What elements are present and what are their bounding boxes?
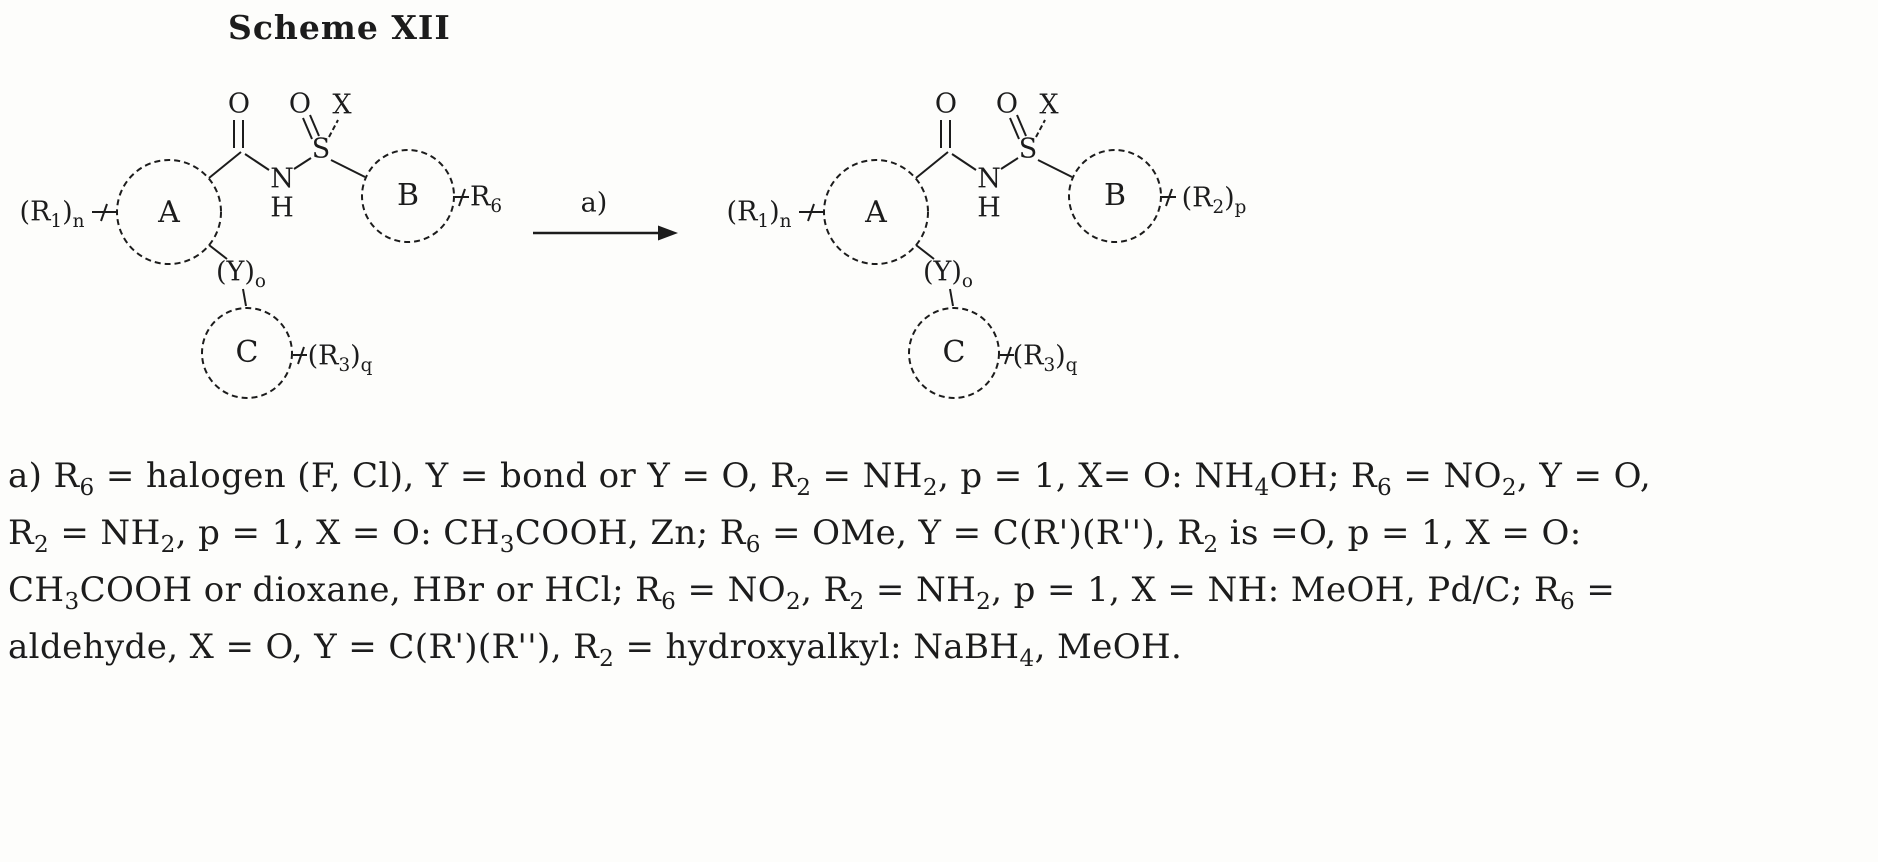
left-bond-s-x [328,119,339,138]
left-bond-r1-tick [100,203,108,222]
right-sulfonyl-o-label: O [995,88,1019,120]
right-ring-c-label: C [942,335,966,370]
reaction-diagram [92,114,1176,399]
left-sulfonyl-double-bond-1 [302,117,313,140]
left-bond-s-b [330,159,366,178]
left-bond-a-carbonyl [208,151,242,179]
conditions-line-3: CH3COOH or dioxane, HBr or HCl; R6 = NO2… [8,570,1616,615]
right-bond-n-s [1000,157,1019,170]
left-ring-b-label: B [396,178,420,213]
arrow-head [658,225,678,241]
right-bonds [799,114,1176,365]
right-nh-h-label: H [977,192,1001,224]
scheme-title: Scheme XII [228,8,451,47]
right-ring-b-label: B [1103,178,1127,213]
right-bond-s-b [1037,159,1073,178]
right-bond-a-carbonyl [915,151,949,179]
conditions-line-1: a) R6 = halogen (F, Cl), Y = bond or Y =… [8,456,1652,501]
left-ring-a-label: A [158,195,180,230]
left-x-label: X [332,89,352,121]
right-n-label: N [977,163,1001,195]
left-ring-c-circle [201,307,293,399]
right-bond-a-y [915,244,935,260]
left-carbonyl-o-label: O [227,88,251,120]
right-structure [799,114,1176,399]
left-bond-y-c [242,288,247,307]
reaction-arrow [533,225,678,241]
left-bond-r6-tick [458,188,466,207]
right-x-label: X [1039,89,1059,121]
right-ring-b-circle [1068,149,1162,243]
right-sulfonyl-double-bond-2 [1016,114,1027,137]
left-sulfonyl-double-bond-2 [309,114,320,137]
arrow-step-label: a) [580,187,608,219]
left-r1n-label: (R1)n [19,196,85,232]
left-bond-n-s [293,157,312,170]
right-s-label: S [1018,133,1038,165]
left-s-label: S [311,133,331,165]
left-nh-h-label: H [270,192,294,224]
left-yo-label: (Y)o [216,256,266,292]
left-bonds [92,114,469,365]
right-carbonyl-o-label: O [934,88,958,120]
left-ring-c-label: C [235,335,259,370]
left-ring-b-circle [361,149,455,243]
left-bond-a-y [208,244,228,260]
right-bond-r2-tick [1165,188,1173,207]
right-ring-c-circle [908,307,1000,399]
left-structure [92,114,469,399]
left-sulfonyl-o-label: O [288,88,312,120]
left-r3q-label: (R3)q [307,340,373,376]
conditions-line-2: R2 = NH2, p = 1, X = O: CH3COOH, Zn; R6 … [8,513,1582,558]
right-bond-r1-tick [807,203,815,222]
right-yo-label: (Y)o [923,256,973,292]
conditions-line-4: aldehyde, X = O, Y = C(R')(R''), R2 = hy… [8,627,1183,672]
right-bond-y-c [949,288,954,307]
reaction-conditions: a) R6 = halogen (F, Cl), Y = bond or Y =… [8,448,1878,676]
left-bond-r3-tick [297,346,305,365]
right-r1n-label: (R1)n [726,196,792,232]
right-bond-r3-tick [1004,346,1012,365]
right-bond-s-x [1035,119,1046,138]
right-r2p-label: (R2)p [1181,182,1247,218]
left-n-label: N [270,163,294,195]
right-sulfonyl-double-bond-1 [1009,117,1020,140]
left-r6-label: R6 [469,181,503,217]
left-bond-carbonyl-n [244,153,270,171]
right-bond-carbonyl-n [951,153,977,171]
right-ring-a-label: A [865,195,887,230]
right-r3q-label: (R3)q [1012,340,1078,376]
